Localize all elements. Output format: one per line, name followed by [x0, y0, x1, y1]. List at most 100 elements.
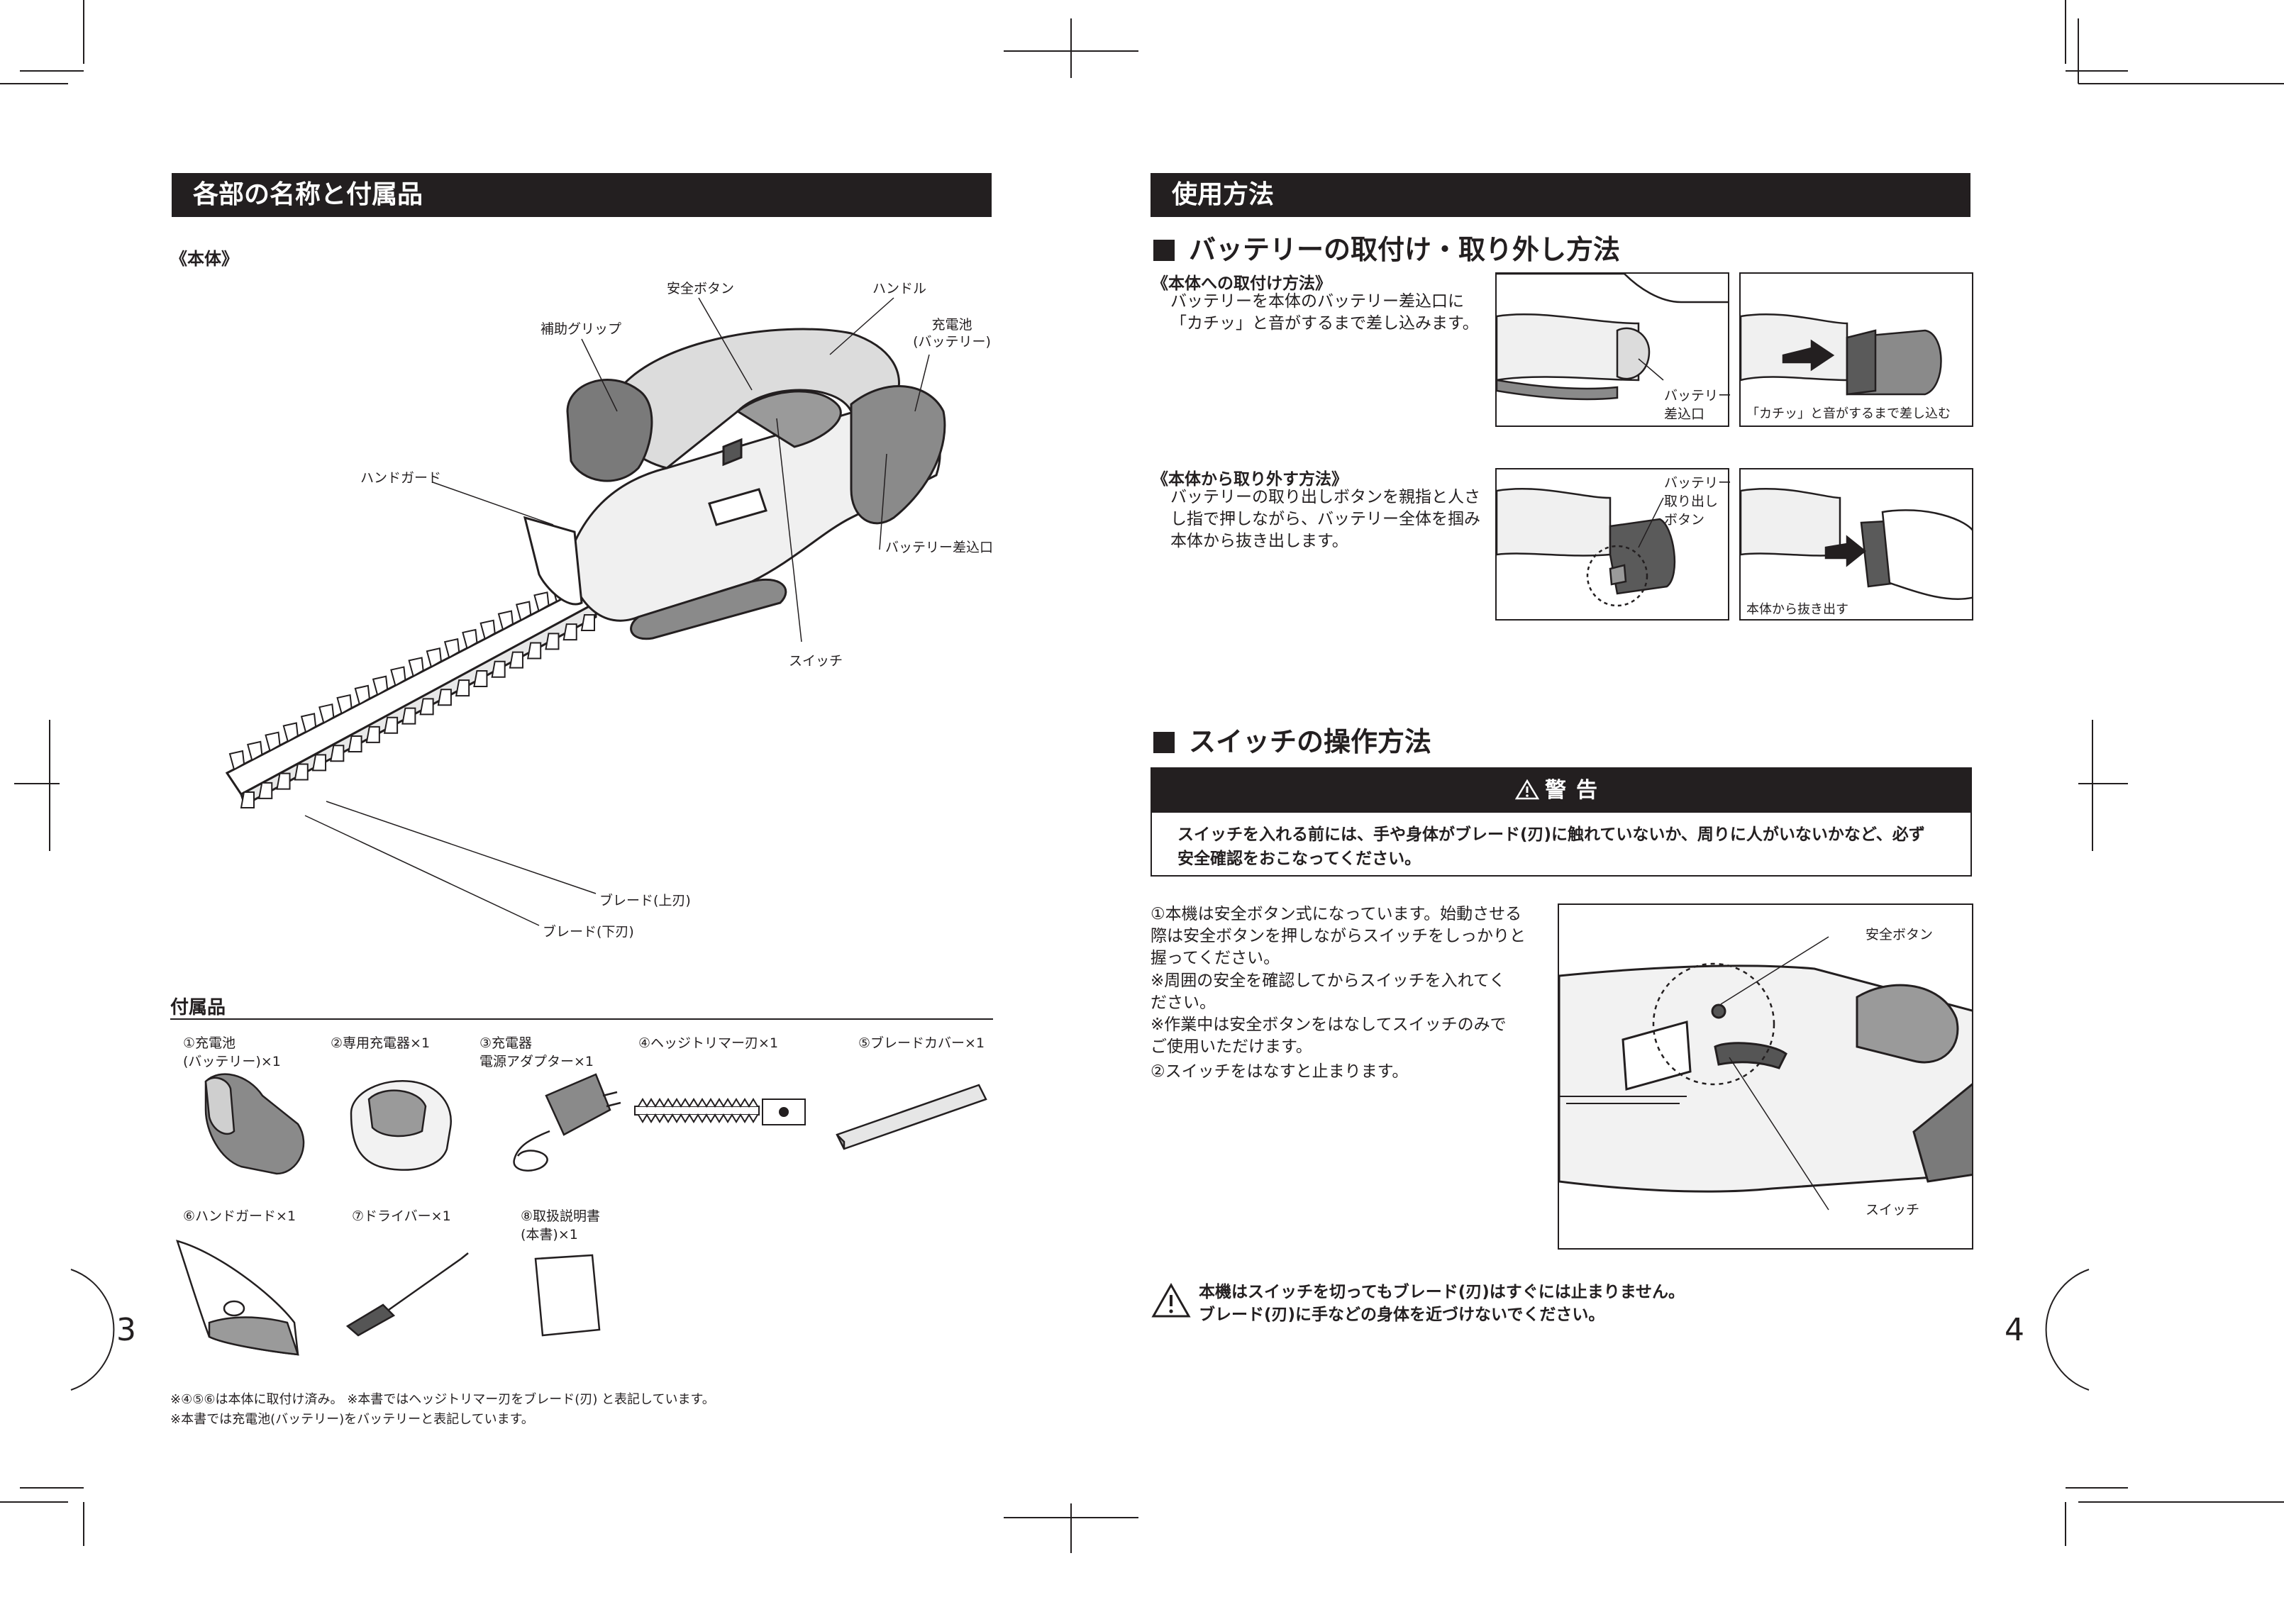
switch-heading-text: スイッチの操作方法 — [1189, 726, 1432, 757]
blade-tooth — [473, 669, 488, 687]
label-battery: 充電池 (バッテリー) — [913, 317, 991, 350]
step-1-note-1: ※周囲の安全を確認してからスイッチを入れてく ださい。 — [1151, 972, 1506, 1012]
screwdriver-icon — [345, 1252, 469, 1337]
manual-icon — [534, 1254, 601, 1337]
warning-triangle-icon — [1514, 779, 1540, 800]
step-1-note-2: ※作業中は安全ボタンをはなしてスイッチのみで ご使用いただけます。 — [1151, 1016, 1507, 1056]
switch-fig-label-safety: 安全ボタン — [1866, 927, 1934, 942]
footnote-1: ※④⑤⑥は本体に取付け済み。 ※本書ではヘッジトリマー刃をブレード(刃) と表記… — [170, 1392, 715, 1407]
accessory-label-3: ③充電器 電源アダプター×1 — [479, 1035, 594, 1069]
blade-tooth — [443, 638, 460, 659]
heading-square-icon — [1153, 240, 1175, 261]
battery-release-illustration — [1497, 488, 1676, 607]
label-safety-button: 安全ボタン — [667, 281, 735, 296]
hand-guard-icon — [176, 1240, 299, 1356]
charger-icon — [350, 1079, 452, 1171]
blade-tooth — [462, 628, 478, 650]
attach-fig2-caption: 「カチッ」と音がするまで差し込む — [1746, 406, 1951, 421]
detach-figure-2 — [1739, 468, 1973, 621]
warning-text: スイッチを入れる前には、手や身体がブレード(刃)に触れていないか、周りに人がいな… — [1177, 825, 1925, 868]
blade-tooth — [372, 675, 389, 696]
accessories-heading: 付属品 — [170, 997, 226, 1018]
attach-figure-1 — [1495, 272, 1729, 427]
blade-tooth — [228, 750, 245, 771]
blade-tooth — [365, 725, 380, 743]
label-blade-upper: ブレード(上刃) — [599, 893, 691, 908]
bottom-caution: 本機はスイッチを切ってもブレード(刃)はすぐには止まりません。 ブレード(刃)に… — [1199, 1283, 1685, 1324]
section-title-usage: 使用方法 — [1151, 173, 1970, 217]
blade-tooth — [455, 679, 470, 697]
label-aux-grip: 補助グリップ — [540, 321, 622, 337]
hedge-blade-icon — [634, 1098, 806, 1125]
blade-tooth — [437, 689, 452, 706]
blade-tooth — [408, 657, 424, 677]
blade-tooth — [265, 731, 281, 752]
blade-tooth — [419, 698, 434, 716]
detach-text: バッテリーの取り出しボタンを親指と人さ し指で押しながら、バッテリー全体を掴み … — [1170, 488, 1480, 550]
label-hand-guard: ハンドガード — [360, 470, 442, 486]
footnote-2: ※本書では充電池(バッテリー)をバッテリーと表記しています。 — [170, 1412, 534, 1427]
blade-tooth — [383, 716, 399, 734]
blade-tooth — [330, 745, 345, 762]
step-2: ②スイッチをはなすと止まります。 — [1151, 1062, 1409, 1081]
blade-tooth — [390, 666, 406, 687]
blade-tooth — [282, 722, 299, 743]
attach-figure-2 — [1739, 272, 1973, 427]
blade-tooth — [258, 782, 273, 799]
blade-tooth — [276, 772, 291, 790]
accessory-label-2: ②専用充電器×1 — [331, 1035, 431, 1051]
accessory-label-5: ⑤ブレードカバー×1 — [858, 1035, 985, 1051]
hedge-trimmer-illustration — [225, 328, 946, 808]
battery-heading: バッテリーの取付け・取り外し方法 — [1153, 233, 1620, 267]
blade-tooth — [479, 619, 496, 640]
warning-box: 警告 スイッチを入れる前には、手や身体がブレード(刃)に触れていないか、周りに人… — [1151, 767, 1972, 877]
detach-fig1-label: バッテリー 取り出し ボタン — [1664, 475, 1732, 528]
battery-heading-text: バッテリーの取付け・取り外し方法 — [1189, 234, 1621, 265]
attach-fig1-label: バッテリー 差込口 — [1664, 388, 1732, 422]
page-number-left: 3 — [116, 1312, 136, 1348]
blade-tooth — [311, 754, 327, 772]
blade-tooth — [336, 694, 353, 715]
attach-text: バッテリーを本体のバッテリー差込口に 「カチッ」と音がするまで差し込みます。 — [1170, 292, 1479, 333]
accessory-label-6: ⑥ハンドガード×1 — [183, 1208, 296, 1224]
battery-remove-illustration — [1741, 488, 1972, 600]
accessories-divider — [170, 1018, 993, 1020]
label-handle: ハンドル — [872, 281, 927, 296]
attach-title: 《本体への取付け方法》 — [1152, 274, 1331, 293]
ac-adapter-icon — [513, 1073, 621, 1172]
blade-cover-icon — [836, 1084, 987, 1150]
step-1: ①本機は安全ボタン式になっています。始動させる 際は安全ボタンを押しながらスイッ… — [1151, 905, 1526, 967]
blade-tooth — [240, 791, 255, 808]
label-battery-slot: バッテリー差込口 — [885, 540, 994, 555]
section-title-parts: 各部の名称と付属品 — [172, 173, 992, 217]
blade-tooth — [318, 703, 335, 724]
blade-tooth — [401, 707, 416, 725]
blade-tooth — [527, 642, 542, 660]
battery-pack-icon — [204, 1073, 305, 1175]
battery-insert-illustration — [1741, 313, 1942, 396]
detach-title: 《本体から取り外す方法》 — [1152, 470, 1348, 489]
switch-figure — [1558, 903, 1973, 1250]
warning-title: 警告 — [1545, 778, 1607, 803]
blade-tooth — [354, 684, 370, 706]
blade-tooth — [426, 647, 442, 668]
blade-tooth — [580, 614, 595, 631]
warning-header: 警告 — [1152, 769, 1970, 813]
detach-figure-1 — [1495, 468, 1729, 621]
switch-fig-label-switch: スイッチ — [1866, 1202, 1920, 1218]
page-number-right: 4 — [2005, 1312, 2024, 1348]
blade-tooth — [509, 651, 523, 669]
switch-closeup-illustration — [1559, 936, 1972, 1211]
accessory-label-8: ⑧取扱説明書 (本書)×1 — [521, 1208, 601, 1242]
blade-tooth — [533, 591, 550, 612]
blade-tooth — [294, 763, 309, 781]
blade-tooth — [491, 660, 506, 678]
blade-tooth — [515, 601, 532, 621]
accessory-label-7: ⑦ドライバー×1 — [352, 1208, 451, 1224]
battery-slot-illustration — [1497, 274, 1728, 401]
blade-tooth — [562, 623, 577, 641]
accessory-label-4: ④ヘッジトリマー刃×1 — [638, 1035, 779, 1051]
label-blade-lower: ブレード(下刃) — [543, 924, 634, 940]
switch-heading: スイッチの操作方法 — [1153, 725, 1431, 759]
